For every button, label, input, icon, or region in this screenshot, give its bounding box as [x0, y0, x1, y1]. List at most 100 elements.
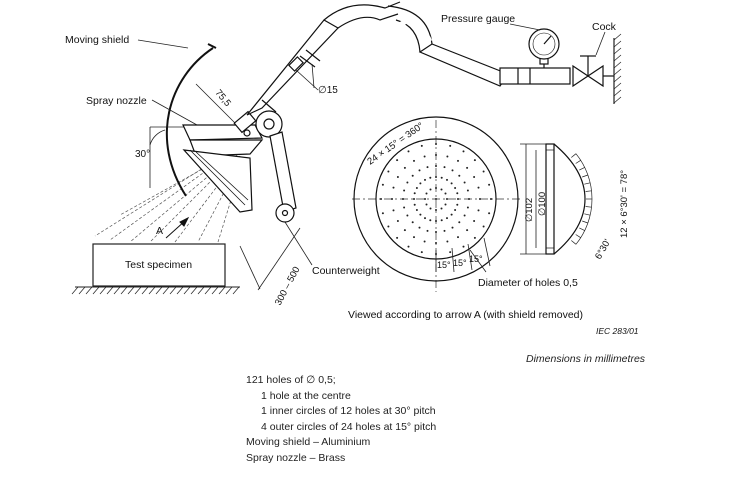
spray-hole — [429, 188, 432, 191]
spray-hole — [420, 251, 423, 254]
nozzle-assembly — [182, 110, 283, 213]
spray-hole — [477, 186, 480, 189]
spray-hole — [396, 220, 399, 222]
spray-hole — [466, 229, 469, 232]
spray-hole — [396, 159, 399, 162]
spray-hole — [407, 150, 410, 153]
spray-hole — [451, 226, 454, 229]
spray-hole — [444, 192, 447, 195]
spray-hole — [423, 240, 426, 243]
dim-75-5-label: 75,5 — [213, 88, 233, 109]
pitch-15-c: 15° — [469, 254, 483, 264]
spray-hole — [458, 221, 461, 224]
supply-pipe — [246, 1, 571, 116]
spray-hole — [454, 187, 457, 189]
spray-hole — [473, 176, 476, 178]
cock-label: Cock — [592, 21, 617, 33]
spray-hole — [456, 203, 459, 206]
note-line-4: 4 outer circles of 24 holes at 15° pitch — [261, 420, 437, 433]
notes-block: 121 holes of ∅ 0,5; 1 hole at the centre… — [246, 373, 436, 467]
iec-ref: IEC 283/01 — [596, 326, 639, 336]
pitch-15-b: 15° — [453, 258, 467, 268]
dim-d100-label: ∅100 — [537, 192, 548, 216]
spray-hole — [435, 187, 437, 189]
spray-hole — [402, 198, 404, 200]
spray-hole — [406, 181, 409, 184]
spray-hole — [403, 166, 406, 169]
spray-hole — [403, 229, 406, 232]
spray-hole — [387, 225, 390, 228]
spray-hole — [479, 198, 481, 200]
cock-valve — [572, 55, 614, 88]
spray-hole — [440, 188, 443, 191]
diameter-holes-label: Diameter of holes 0,5 — [478, 277, 578, 289]
spray-nozzle-leader — [151, 99, 198, 126]
spray-hole — [488, 183, 491, 186]
spray-nozzle-label: Spray nozzle — [86, 95, 147, 107]
spray-hole — [449, 251, 452, 254]
spray-hole — [451, 169, 454, 172]
diameter-holes-leader — [469, 249, 487, 273]
spray-hole — [396, 176, 399, 178]
test-specimen-box — [92, 243, 226, 287]
spray-hole — [411, 221, 414, 224]
spray-hole — [381, 212, 384, 215]
spray-hole — [424, 178, 426, 181]
nozzle-side-view — [545, 143, 586, 255]
spray-hole — [429, 219, 432, 222]
side-angle-ticks — [571, 153, 593, 245]
spray-hole — [426, 166, 429, 169]
spray-hole — [435, 242, 437, 244]
spray-hole — [413, 192, 416, 195]
spray-hole — [403, 206, 406, 209]
spray-holes — [380, 143, 492, 255]
pitch-15-a: 15° — [437, 260, 451, 270]
spray-hole — [466, 189, 469, 192]
counterweight-leader — [284, 221, 313, 266]
spray-hole — [413, 159, 415, 162]
counterweight-arm — [269, 131, 297, 223]
spray-hole — [443, 229, 446, 232]
spray-hole — [444, 203, 447, 206]
spray-hole — [415, 187, 418, 189]
wall — [613, 33, 622, 104]
spray-hole — [426, 229, 429, 232]
spray-hole — [403, 189, 406, 192]
spray-hole — [413, 198, 415, 200]
spray-hole — [435, 154, 437, 156]
arrow-a — [165, 216, 190, 239]
spray-hole — [435, 165, 437, 167]
spray-hole — [457, 236, 459, 239]
dim-6-30-label: 6°30' — [593, 237, 613, 261]
spray-hole — [424, 217, 426, 220]
spray-hole — [435, 220, 437, 222]
spray-hole — [387, 170, 390, 173]
spray-hole — [490, 198, 492, 200]
note-line-6: Spray nozzle – Brass — [246, 451, 346, 464]
test-specimen-label: Test specimen — [125, 259, 192, 271]
pitch-marks — [435, 237, 491, 273]
dim-d15-label: ∅15 — [318, 85, 338, 96]
spray-hole — [429, 176, 432, 179]
spray-hole — [446, 178, 448, 181]
spray-hole — [456, 192, 459, 195]
spray-hole — [435, 231, 437, 233]
angle-30-label: 30° — [135, 149, 150, 160]
spray-hole — [462, 150, 465, 153]
note-line-1: 121 holes of ∅ 0,5; — [246, 374, 336, 386]
spray-hole — [457, 198, 459, 200]
viewed-caption: Viewed according to arrow A (with shield… — [348, 309, 583, 321]
counterweight-label: Counterweight — [312, 265, 380, 277]
spray-hole — [450, 213, 453, 216]
spray-hole — [411, 174, 414, 177]
pressure-gauge — [528, 28, 560, 68]
spray-hole — [407, 245, 410, 248]
spray-hole — [413, 236, 415, 239]
spray-hole — [458, 174, 461, 177]
spray-hole — [419, 182, 422, 185]
spray-hole — [424, 198, 426, 200]
spray-hole — [466, 206, 469, 209]
moving-shield — [165, 47, 214, 197]
spray-hole — [392, 186, 395, 189]
note-line-5: Moving shield – Aluminium — [246, 436, 371, 449]
